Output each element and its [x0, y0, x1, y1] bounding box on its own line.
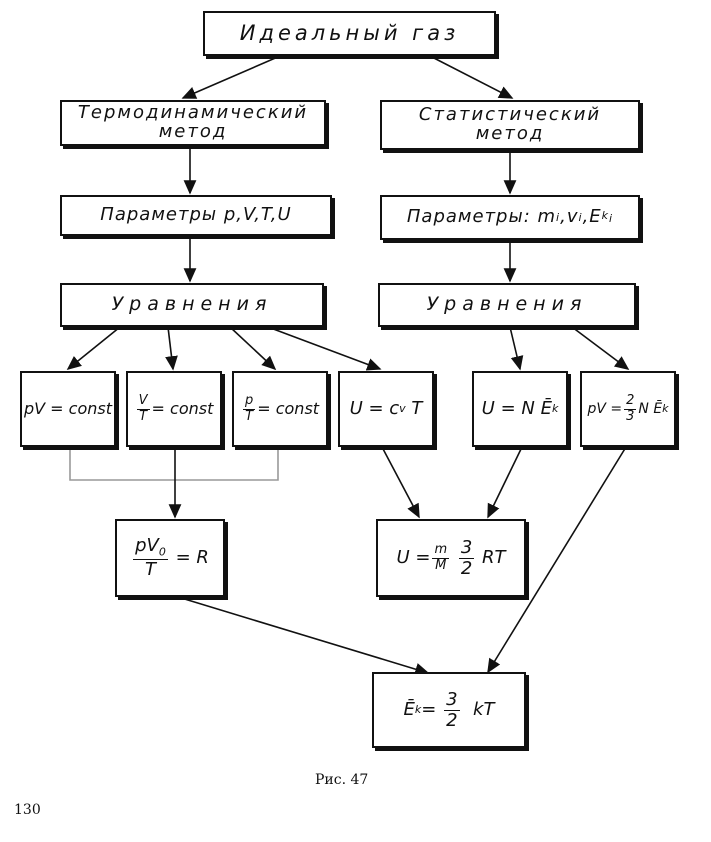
arrow-stat-eq-to-unek: [509, 326, 524, 371]
arrow-eq-to-ucv: [267, 326, 382, 371]
stat-params-e: E: [589, 206, 602, 228]
eq-pv-stat-right: N: [638, 400, 649, 417]
bracket-gas-laws: [69, 447, 279, 481]
eq-pv0-box: pV0 T = R: [115, 519, 225, 597]
thermo-method-line2: метод: [158, 121, 228, 142]
eq-vt-den: T: [139, 408, 148, 424]
eq-pv0-num: pV: [135, 535, 159, 557]
stat-method-line2: метод: [475, 123, 545, 144]
eq-ek-den: 2: [446, 709, 458, 731]
eq-u-cv-sub: v: [399, 402, 406, 416]
thermo-params-text: Параметры p,V,T,U: [100, 204, 292, 226]
eq-pv0-den: T: [144, 558, 156, 580]
thermo-params-box: Параметры p,V,T,U: [60, 195, 332, 236]
eq-u-rt-num2: 3: [458, 536, 475, 559]
page-number: 130: [14, 802, 41, 818]
eq-ek-e: Ē: [403, 698, 415, 720]
eq-ek-num: 3: [444, 688, 460, 711]
eq-vt-const-box: V T = const: [126, 371, 222, 447]
eq-pv-stat-sub: k: [662, 402, 669, 416]
stat-params-prefix: Параметры:: [406, 206, 531, 228]
arrow-unek-to-urt: [487, 446, 523, 519]
thermo-equations-box: Уравнения: [60, 283, 324, 327]
eq-u-nek-left: U = N: [481, 397, 535, 419]
eq-pt-rest: = const: [257, 398, 320, 418]
figure-caption: Рис. 47: [315, 772, 369, 788]
ideal-gas-title: Идеальный газ: [239, 21, 460, 46]
eq-vt-rest: = const: [151, 398, 214, 418]
stat-equations-box: Уравнения: [378, 283, 636, 327]
eq-ek-right: kT: [473, 698, 495, 720]
eq-pv-stat-num: 2: [624, 393, 637, 410]
eq-pv-stat-den: 3: [626, 408, 635, 424]
stat-params-m-sub: i: [556, 210, 561, 224]
arrow-eq-to-pv: [66, 326, 121, 371]
thermo-method-box: Термодинамический метод: [60, 100, 326, 146]
eq-ek-fraction: 3 2: [444, 688, 460, 731]
thermo-equations-text: Уравнения: [111, 293, 273, 316]
eq-pv-const: pV = const: [23, 398, 112, 418]
eq-pt-num: p: [242, 393, 256, 410]
eq-vt-fraction: V T: [136, 393, 150, 424]
eq-vt-num: V: [136, 393, 150, 410]
eq-u-rt-den2: 2: [460, 557, 473, 579]
ideal-gas-box: Идеальный газ: [203, 11, 496, 56]
eq-u-nek-e: Ē: [540, 397, 552, 419]
eq-u-rt-num1: m: [432, 542, 450, 559]
eq-u-rt-fraction1: m M: [432, 542, 450, 573]
stat-params-v-sub: i: [578, 210, 583, 224]
eq-u-rt-right: RT: [482, 546, 506, 568]
arrow-stat-eq-to-pvstat: [571, 326, 630, 370]
stat-params-e-subsub: i: [609, 212, 614, 226]
arrow-title-to-thermo: [181, 55, 281, 99]
arrow-title-to-stat: [429, 55, 514, 99]
eq-u-rt-fraction2: 3 2: [458, 536, 475, 579]
eq-u-nek-sub: k: [551, 402, 559, 416]
stat-method-line1: Статистический: [418, 104, 602, 126]
eq-u-cv-right: T: [411, 397, 423, 419]
stat-params-e-sub: k: [601, 209, 610, 223]
eq-ek-eq: =: [421, 698, 437, 720]
eq-pt-fraction: p T: [242, 393, 256, 424]
eq-u-rt-box: U = m M 3 2 RT: [376, 519, 526, 597]
eq-pv-stat-fraction: 2 3: [624, 393, 637, 424]
eq-pt-const-box: p T = const: [232, 371, 328, 447]
arrow-eq-to-vt: [165, 326, 178, 371]
eq-u-cv-left: U = c: [349, 397, 400, 419]
stat-equations-text: Уравнения: [426, 293, 588, 316]
eq-pv0-num-sub: 0: [158, 545, 166, 559]
stat-method-box: Статистический метод: [380, 100, 640, 150]
arrow-pv0-to-ek: [177, 596, 430, 676]
eq-pv-stat-left: pV =: [587, 400, 623, 417]
eq-ek-sub: k: [414, 703, 422, 717]
eq-u-rt-left: U =: [396, 546, 431, 568]
eq-u-rt-den1: M: [435, 557, 447, 573]
eq-pt-den: T: [245, 408, 254, 424]
arrow-ucv-to-urt: [381, 446, 420, 519]
arrow-eq-to-pt: [229, 326, 277, 371]
stat-params-v: v: [566, 206, 579, 228]
eq-pv-stat-e: Ē: [653, 400, 663, 417]
eq-pv0-rest: = R: [175, 546, 209, 568]
eq-pv0-fraction: pV0 T: [133, 536, 168, 579]
thermo-method-line1: Термодинамический: [77, 102, 309, 124]
arrow-pvstat-to-ek: [487, 446, 627, 674]
eq-pv-const-box: pV = const: [20, 371, 116, 447]
stat-params-m: m: [537, 206, 557, 228]
